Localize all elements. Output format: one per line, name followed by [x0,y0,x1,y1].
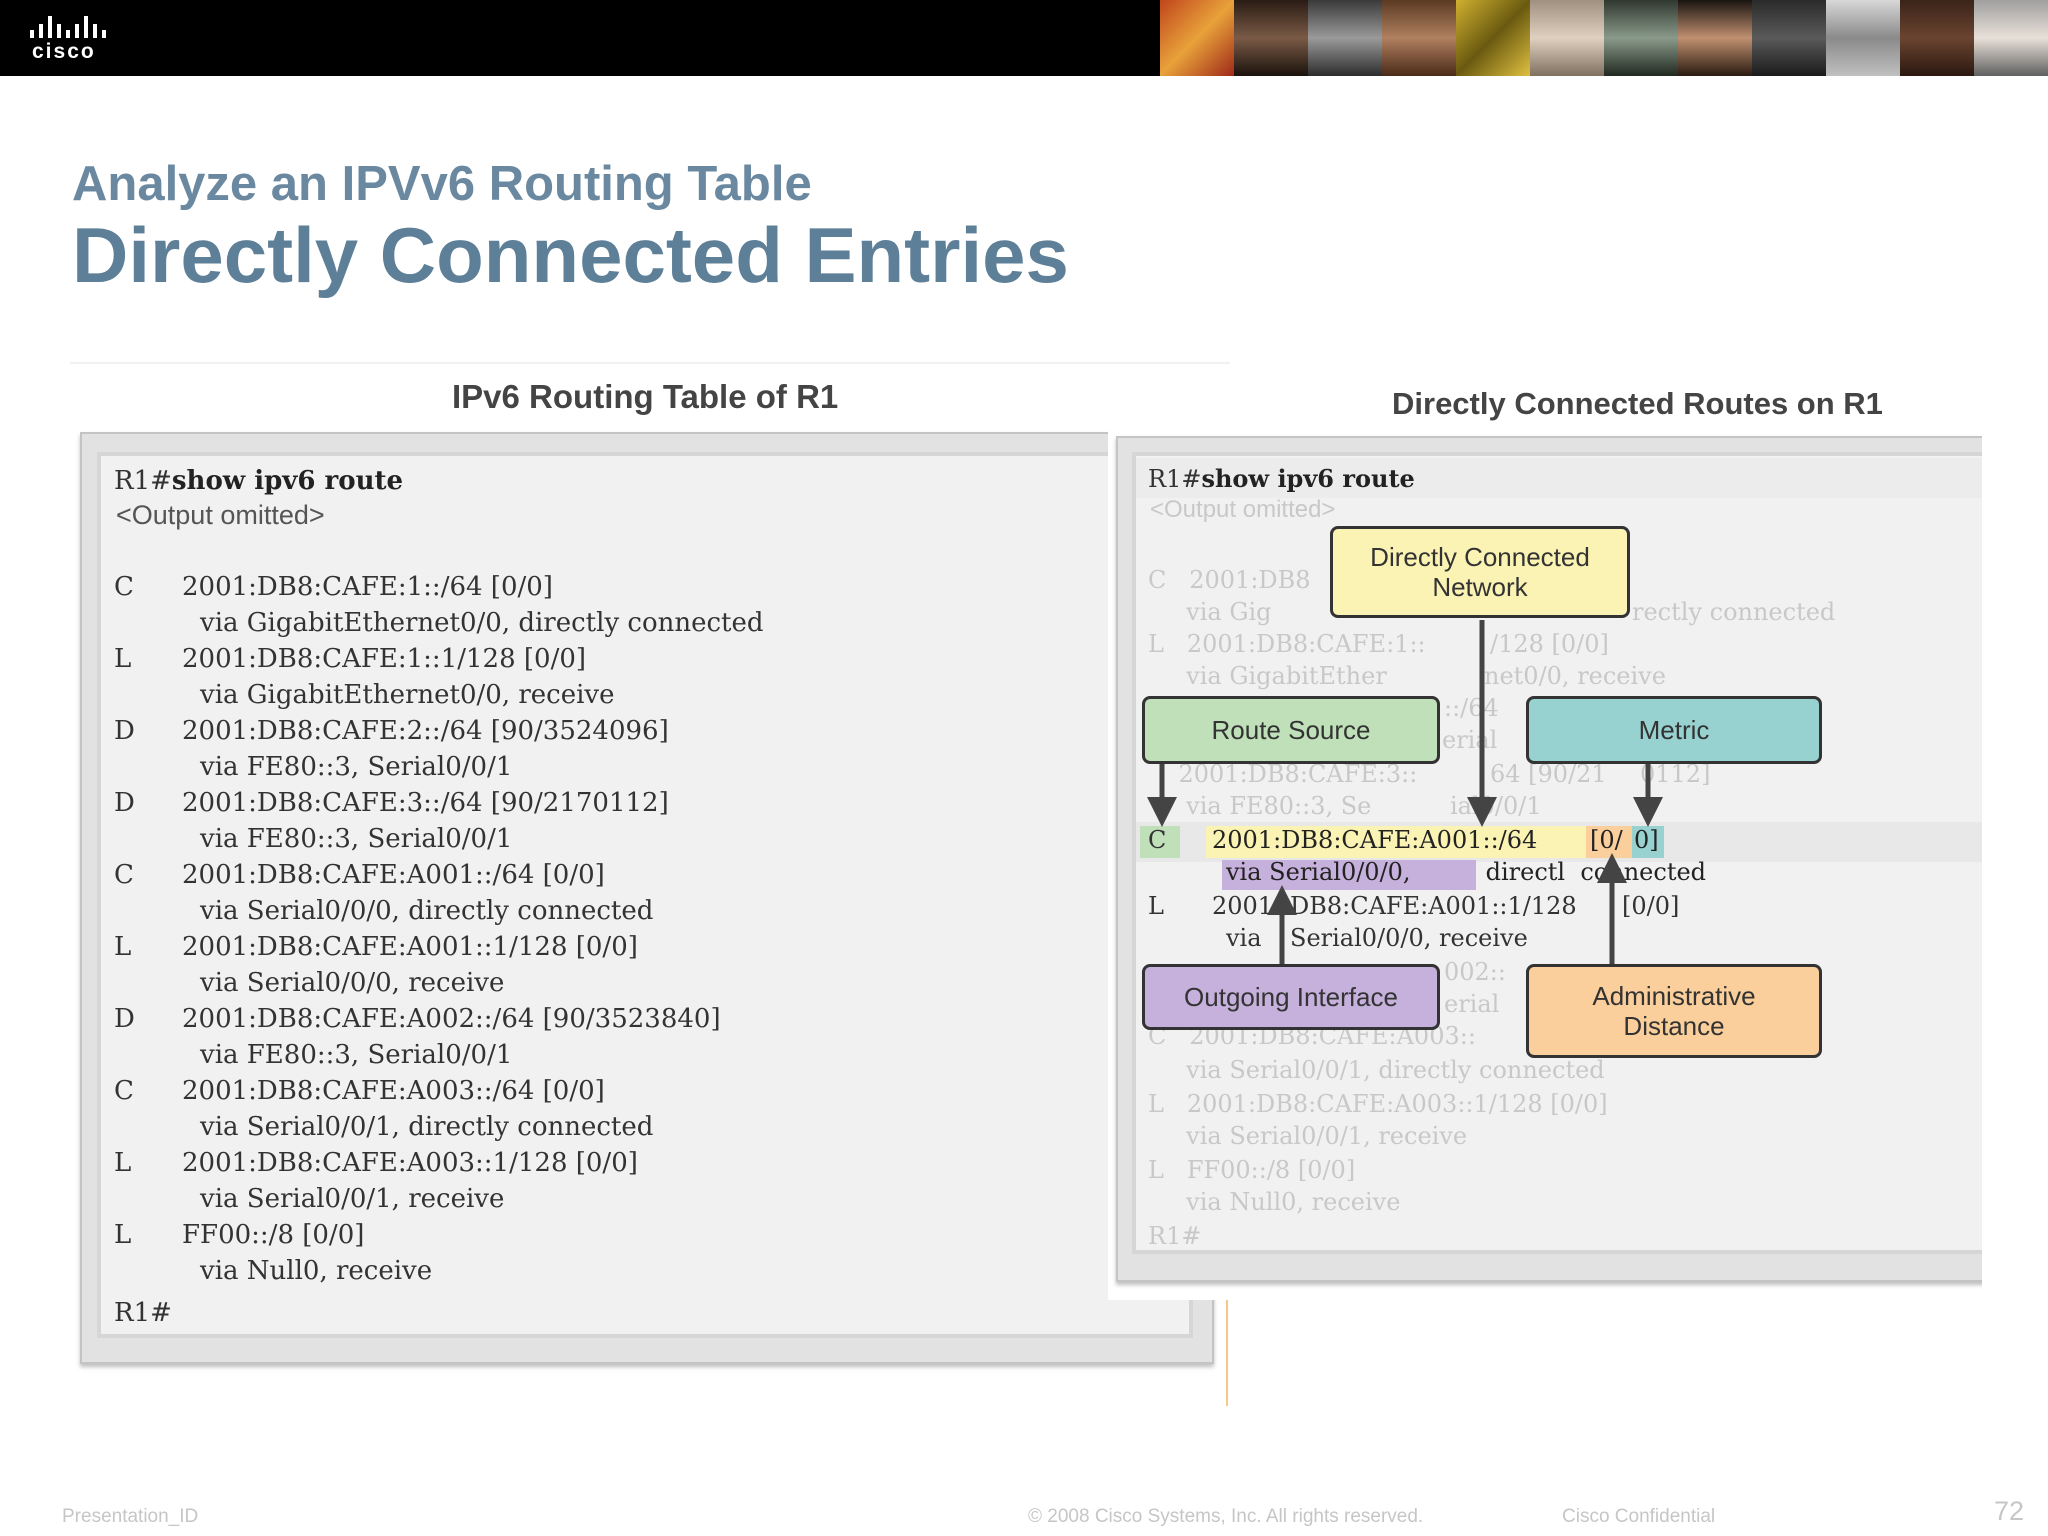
route-next-hop: via Serial0/0/1, receive [200,1184,505,1214]
route-next-hop: via Null0, receive [200,1256,433,1286]
top-banner: cisco [0,0,2048,76]
faded-route-line: 0112] [1640,760,1711,788]
right-command-bar [1136,458,1982,498]
route-code: C [114,1076,134,1106]
right-output-omitted: <Output omitted> [1150,496,1336,523]
banner-photo-strip [1160,0,2048,76]
route-prefix: 2001:DB8:CAFE:1::1/128 [0/0] [182,644,587,674]
outgoing-interface-highlight [1222,860,1476,890]
divider [70,362,1230,364]
route-prefix: FF00::/8 [0/0] [182,1220,365,1250]
route-prefix: 2001:DB8:CAFE:A001::1/128 [0/0] [182,932,638,962]
focus-route-admin-distance: [0/ [1590,826,1623,854]
faded-route-line: L 2001:DB8:CAFE:A003::1/128 [0/0] [1148,1090,1608,1118]
faded-route-line: rectly connected [1632,598,1836,626]
faded-route-line: ial0/0/1 [1450,792,1542,820]
focus-route-network: 2001:DB8:CAFE:A001::/64 [1212,826,1538,854]
footer-copyright: © 2008 Cisco Systems, Inc. All rights re… [1028,1506,1424,1527]
focus-route-code: C [1148,826,1167,854]
focus-route-via-rest: directl connected [1478,858,1707,886]
faded-route-line: via Gig [1148,598,1272,626]
faded-route-line: L 2001:DB8:CAFE:1:: [1148,630,1426,658]
administrative-distance-callout: Administrative Distance [1526,964,1822,1058]
route-next-hop: via FE80::3, Serial0/0/1 [200,1040,513,1070]
route-next-hop: via GigabitEthernet0/0, directly connect… [200,608,764,638]
cisco-logo: cisco [28,14,128,64]
local-route-prefix-a: 2001 [1212,892,1274,920]
left-terminal [97,452,1193,1338]
faded-route-line: 64 [90/21 [1490,760,1607,788]
route-next-hop: via Serial0/0/0, receive [200,968,505,998]
faded-route-line: via GigabitEther [1148,662,1387,690]
right-command-line: R1#show ipv6 route [1148,464,1415,493]
faded-route-line: ::/64 [1444,694,1499,722]
network-highlight [1206,826,1586,858]
metric-highlight [1632,826,1664,858]
left-command-line: R1#show ipv6 route [114,466,404,496]
faded-route-line: via Null0, receive [1148,1188,1401,1216]
faded-route-line: 2001:DB8:CAFE:3:: [1148,760,1418,788]
route-next-hop: via GigabitEthernet0/0, receive [200,680,615,710]
route-code: L [114,644,132,674]
local-route-prefix-b: DB8:CAFE:A001::1/128 [1290,892,1577,920]
route-code: C [114,572,134,602]
faded-route-line: net0/0, receive [1484,662,1666,690]
route-code: C [114,860,134,890]
route-next-hop: via Serial0/0/1, directly connected [200,1112,654,1142]
left-end-prompt: R1# [114,1298,172,1328]
route-code: D [114,1004,135,1034]
route-source-callout: Route Source [1142,696,1440,764]
faded-route-line: erial [1444,990,1500,1018]
route-next-hop: via Serial0/0/0, directly connected [200,896,654,926]
faded-route-line: C 2001:DB8 [1148,566,1311,594]
route-prefix: 2001:DB8:CAFE:A001::/64 [0/0] [182,860,605,890]
cisco-logo-text: cisco [32,40,96,63]
left-panel-heading: IPv6 Routing Table of R1 [452,378,839,415]
admin-distance-highlight [1586,826,1632,858]
footer-confidential: Cisco Confidential [1562,1506,1716,1527]
footer-presentation-id: Presentation_ID [62,1506,199,1527]
route-prefix: 2001:DB8:CAFE:1::/64 [0/0] [182,572,553,602]
route-prefix: 2001:DB8:CAFE:A003::/64 [0/0] [182,1076,605,1106]
route-code: L [114,932,132,962]
faded-route-line: via Serial0/0/1, receive [1148,1122,1468,1150]
right-panel-heading: Directly Connected Routes on R1 [1392,386,1883,421]
faded-route-line: L FF00::/8 [0/0] [1148,1156,1356,1184]
route-code: D [114,788,135,818]
route-next-hop: via FE80::3, Serial0/0/1 [200,752,513,782]
route-source-highlight [1140,826,1180,858]
route-prefix: 2001:DB8:CAFE:A003::1/128 [0/0] [182,1148,638,1178]
right-panel-edge-mask [1982,428,2048,1298]
route-code: L [114,1220,132,1250]
route-next-hop: via FE80::3, Serial0/0/1 [200,824,513,854]
faded-route-line: via FE80::3, Se [1148,792,1372,820]
slide-subtitle: Analyze an IPVv6 Routing Table [72,157,812,211]
faded-route-line: R1# [1148,1222,1202,1250]
route-code: D [114,716,135,746]
left-output-omitted: <Output omitted> [116,500,325,530]
faded-route-line: /128 [0/0] [1490,630,1609,658]
metric-callout: Metric [1526,696,1822,764]
route-code: L [114,1148,132,1178]
focus-route-interface: via Serial0/0/0, [1226,858,1411,886]
route-prefix: 2001:DB8:CAFE:A002::/64 [90/3523840] [182,1004,721,1034]
faded-route-line: erial [1442,726,1498,754]
faded-route-line: via Serial0/0/1, directly connected [1148,1056,1605,1084]
slide-title: Directly Connected Entries [72,211,1069,299]
focus-route-metric: 0] [1634,826,1659,854]
route-prefix: 2001:DB8:CAFE:2::/64 [90/3524096] [182,716,669,746]
faded-route-line: 002:: [1444,958,1506,986]
route-prefix: 2001:DB8:CAFE:3::/64 [90/2170112] [182,788,669,818]
outgoing-interface-callout: Outgoing Interface [1142,964,1440,1030]
divider [1226,1290,1228,1406]
cisco-logo-bars-icon [30,14,120,38]
page-number: 72 [1994,1496,2025,1526]
directly-connected-network-callout: Directly Connected Network [1330,526,1630,618]
local-route-via-b: Serial0/0/0, receive [1290,924,1528,952]
local-route-via-a: via [1226,924,1262,952]
local-route-ad: [0/0] [1622,892,1680,920]
local-route-code: L [1148,892,1164,920]
